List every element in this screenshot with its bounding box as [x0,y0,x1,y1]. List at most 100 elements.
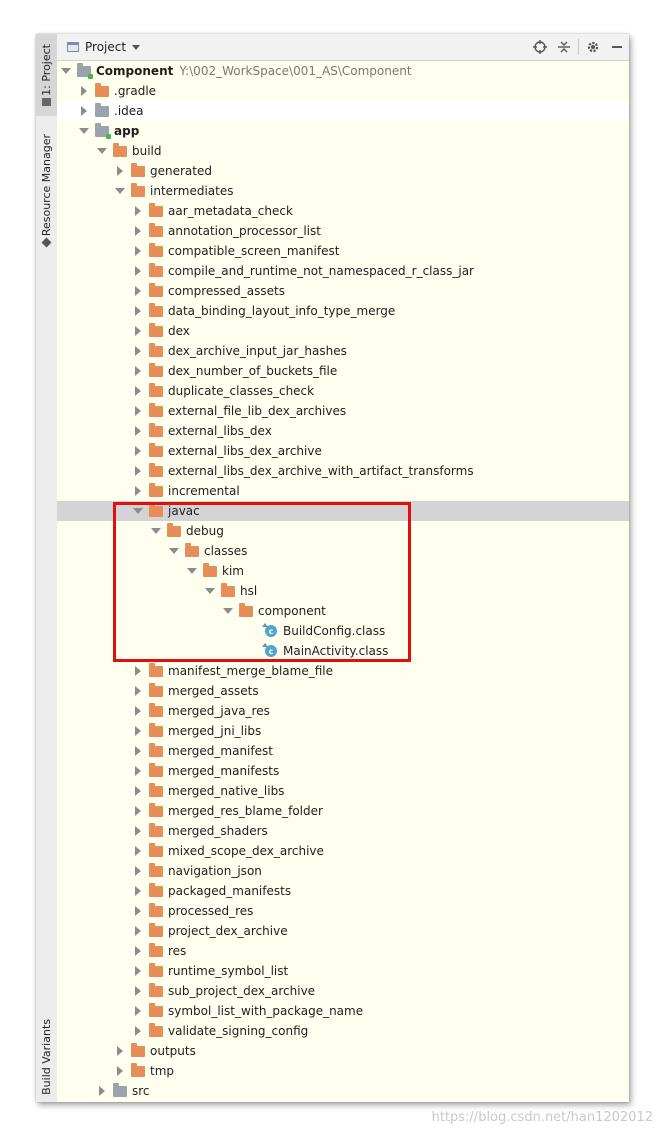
tree-row[interactable]: hsl [57,581,629,601]
build-variants-side-tab[interactable]: Build Variants [36,1016,57,1098]
tree-row[interactable]: runtime_symbol_list [57,961,629,981]
collapsed-arrow-icon[interactable] [115,166,125,176]
tree-row[interactable]: annotation_processor_list [57,221,629,241]
expanded-arrow-icon[interactable] [97,146,107,156]
tree-row[interactable]: src [57,1081,629,1101]
collapsed-arrow-icon[interactable] [133,826,143,836]
tree-row[interactable]: outputs [57,1041,629,1061]
tree-row[interactable]: merged_jni_libs [57,721,629,741]
tree-row[interactable]: external_libs_dex_archive_with_artifact_… [57,461,629,481]
collapsed-arrow-icon[interactable] [133,386,143,396]
expanded-arrow-icon[interactable] [79,126,89,136]
collapsed-arrow-icon[interactable] [133,406,143,416]
collapsed-arrow-icon[interactable] [133,986,143,996]
collapsed-arrow-icon[interactable] [133,706,143,716]
expanded-arrow-icon[interactable] [187,566,197,576]
collapsed-arrow-icon[interactable] [133,926,143,936]
tree-row[interactable]: aar_metadata_check [57,201,629,221]
collapsed-arrow-icon[interactable] [133,326,143,336]
collapsed-arrow-icon[interactable] [133,686,143,696]
tree-row[interactable]: component [57,601,629,621]
collapsed-arrow-icon[interactable] [133,486,143,496]
tree-row[interactable]: external_libs_dex_archive [57,441,629,461]
tree-row[interactable]: res [57,941,629,961]
chevron-down-icon[interactable] [132,44,141,50]
collapsed-arrow-icon[interactable] [133,1026,143,1036]
collapsed-arrow-icon[interactable] [133,866,143,876]
tree-row[interactable]: compressed_assets [57,281,629,301]
collapsed-arrow-icon[interactable] [133,1006,143,1016]
collapsed-arrow-icon[interactable] [133,726,143,736]
tree-row[interactable]: duplicate_classes_check [57,381,629,401]
settings-button[interactable] [581,34,605,60]
tree-row[interactable]: dex_archive_input_jar_hashes [57,341,629,361]
tree-row[interactable]: classes [57,541,629,561]
locate-file-button[interactable] [528,34,552,60]
collapsed-arrow-icon[interactable] [133,366,143,376]
tree-row[interactable]: sub_project_dex_archive [57,981,629,1001]
collapsed-arrow-icon[interactable] [133,806,143,816]
collapsed-arrow-icon[interactable] [133,666,143,676]
tree-row[interactable]: tmp [57,1061,629,1081]
expanded-arrow-icon[interactable] [205,586,215,596]
collapsed-arrow-icon[interactable] [97,1086,107,1096]
collapsed-arrow-icon[interactable] [133,286,143,296]
tree-row[interactable]: dex_number_of_buckets_file [57,361,629,381]
tree-row[interactable]: validate_signing_config [57,1021,629,1041]
collapsed-arrow-icon[interactable] [133,346,143,356]
tree-row[interactable]: build [57,141,629,161]
tree-row[interactable]: processed_res [57,901,629,921]
hide-button[interactable] [605,34,629,60]
tree-row[interactable]: project_dex_archive [57,921,629,941]
collapsed-arrow-icon[interactable] [133,226,143,236]
tree-row[interactable]: kim [57,561,629,581]
expanded-arrow-icon[interactable] [61,66,71,76]
tree-row[interactable]: merged_manifests [57,761,629,781]
collapsed-arrow-icon[interactable] [133,446,143,456]
tree-row[interactable]: merged_assets [57,681,629,701]
collapsed-arrow-icon[interactable] [133,206,143,216]
tree-row[interactable]: merged_java_res [57,701,629,721]
tree-row[interactable]: .idea [57,101,629,121]
collapsed-arrow-icon[interactable] [133,906,143,916]
tree-row[interactable]: generated [57,161,629,181]
tree-row[interactable]: compatible_screen_manifest [57,241,629,261]
collapsed-arrow-icon[interactable] [133,266,143,276]
collapse-all-button[interactable] [552,34,576,60]
resource-manager-side-tab[interactable]: Resource Manager [36,126,57,254]
tree-row[interactable]: merged_manifest [57,741,629,761]
tree-row[interactable]: symbol_list_with_package_name [57,1001,629,1021]
tree-row[interactable]: packaged_manifests [57,881,629,901]
tree-row[interactable]: javac [57,501,629,521]
collapsed-arrow-icon[interactable] [133,306,143,316]
collapsed-arrow-icon[interactable] [115,1046,125,1056]
tree-row[interactable]: external_file_lib_dex_archives [57,401,629,421]
tree-row[interactable]: merged_res_blame_folder [57,801,629,821]
collapsed-arrow-icon[interactable] [133,426,143,436]
tree-row[interactable]: dex [57,321,629,341]
collapsed-arrow-icon[interactable] [133,946,143,956]
expanded-arrow-icon[interactable] [115,186,125,196]
expanded-arrow-icon[interactable] [133,506,143,516]
collapsed-arrow-icon[interactable] [133,786,143,796]
collapsed-arrow-icon[interactable] [133,246,143,256]
expanded-arrow-icon[interactable] [223,606,233,616]
tree-row[interactable]: mixed_scope_dex_archive [57,841,629,861]
tree-row[interactable]: navigation_json [57,861,629,881]
tree-row[interactable]: debug [57,521,629,541]
tree-row[interactable]: merged_shaders [57,821,629,841]
collapsed-arrow-icon[interactable] [133,466,143,476]
collapsed-arrow-icon[interactable] [133,766,143,776]
project-view-selector[interactable]: Project [85,40,127,54]
collapsed-arrow-icon[interactable] [133,886,143,896]
tree-row[interactable]: manifest_merge_blame_file [57,661,629,681]
collapsed-arrow-icon[interactable] [133,846,143,856]
expanded-arrow-icon[interactable] [151,526,161,536]
tree-row[interactable]: intermediates [57,181,629,201]
tree-row[interactable]: incremental [57,481,629,501]
tree-row[interactable]: merged_native_libs [57,781,629,801]
collapsed-arrow-icon[interactable] [79,86,89,96]
